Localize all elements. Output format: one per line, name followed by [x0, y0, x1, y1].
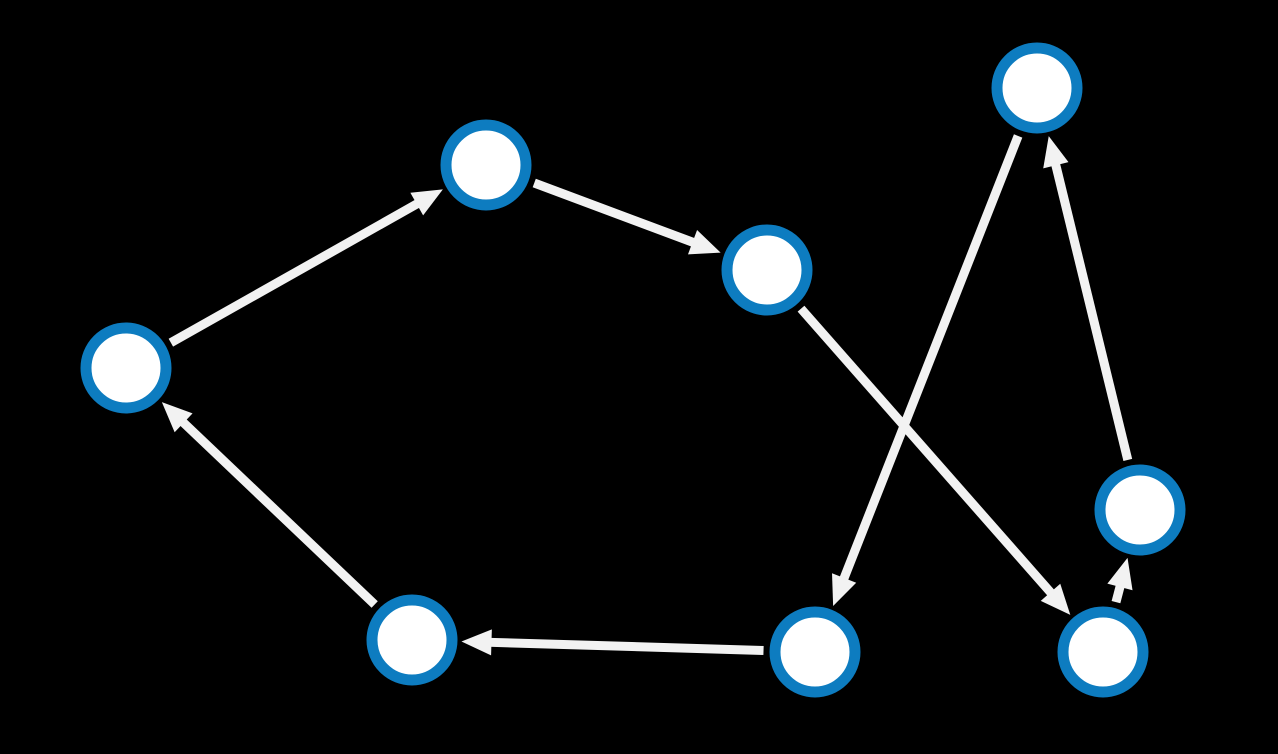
graph-node[interactable] — [1094, 464, 1186, 556]
graph-node[interactable] — [80, 322, 172, 414]
edge-line — [485, 637, 764, 655]
graph-node[interactable] — [769, 606, 861, 698]
graph-edge[interactable] — [161, 402, 378, 608]
edge-arrowhead-icon — [461, 629, 492, 656]
edge-arrowhead-icon — [1040, 583, 1071, 615]
edge-arrowhead-icon — [1107, 557, 1133, 591]
edge-arrowhead-icon — [687, 229, 721, 255]
graph-node[interactable] — [366, 594, 458, 686]
node-circle — [1057, 606, 1149, 698]
node-circle — [440, 119, 532, 211]
graph-node[interactable] — [991, 42, 1083, 134]
edge-line — [1050, 158, 1133, 462]
node-circle — [721, 224, 813, 316]
edge-arrowhead-icon — [1043, 136, 1069, 169]
edge-line — [532, 178, 700, 249]
graph-edge[interactable] — [797, 305, 1071, 615]
node-circle — [769, 606, 861, 698]
node-circle — [366, 594, 458, 686]
graph-node[interactable] — [721, 224, 813, 316]
edge-arrowhead-icon — [161, 402, 193, 433]
graph-node[interactable] — [1057, 606, 1149, 698]
graph-edge[interactable] — [461, 629, 764, 656]
edge-arrowhead-icon — [832, 573, 857, 606]
graph-edge[interactable] — [532, 178, 721, 255]
edge-line — [797, 305, 1058, 600]
edge-line — [837, 134, 1023, 586]
graph-edge[interactable] — [832, 134, 1023, 606]
edge-line — [176, 415, 378, 608]
node-circle — [1094, 464, 1186, 556]
graph-edge[interactable] — [1107, 557, 1133, 604]
graph-edge[interactable] — [1043, 136, 1133, 462]
edge-layer — [161, 134, 1133, 656]
node-layer — [80, 42, 1186, 698]
edge-arrowhead-icon — [410, 189, 443, 216]
edge-line — [168, 197, 425, 347]
graph-node[interactable] — [440, 119, 532, 211]
node-circle — [991, 42, 1083, 134]
graph-edge[interactable] — [168, 189, 443, 347]
node-circle — [80, 322, 172, 414]
